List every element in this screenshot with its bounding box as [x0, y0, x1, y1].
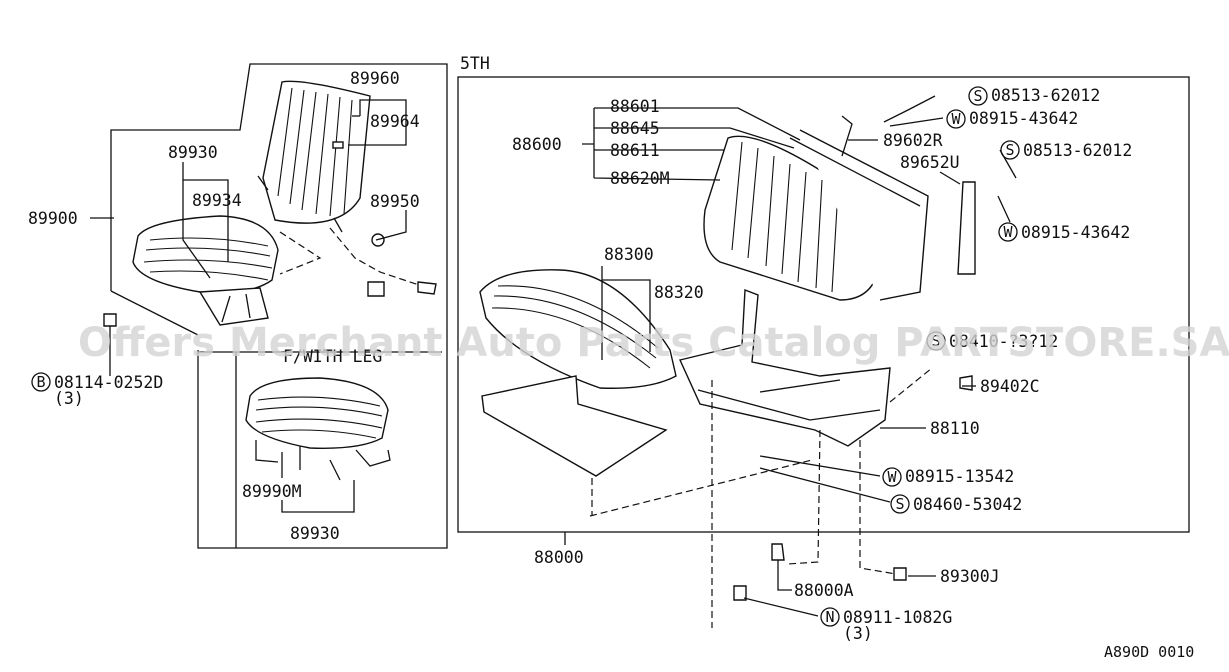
prefix-w-marker-2: W: [1003, 223, 1013, 241]
part-labels: 89960 89964 89930 89934 89900 89950 0811…: [28, 69, 1132, 643]
part-89900: 89900: [28, 209, 78, 228]
5th-lower-hardware-drawing: [589, 367, 973, 628]
figure-code: A890D 0010: [1104, 643, 1194, 661]
part-89964: 89964: [370, 112, 420, 131]
part-89950: 89950: [370, 192, 420, 211]
left-hardware-drawing: [103, 227, 437, 327]
part-08114: 08114-0252D: [54, 373, 163, 392]
section-5th-label: 5TH: [460, 54, 490, 73]
part-89652u: 89652U: [900, 153, 960, 172]
part-89934: 89934: [192, 191, 242, 210]
part-89930-top: 89930: [168, 143, 218, 162]
part-88300: 88300: [604, 245, 654, 264]
part-08114-qty: (3): [54, 389, 84, 408]
prefix-markers: B S W S W S W S N: [31, 86, 1020, 627]
left-seat-drawing: [132, 215, 279, 326]
part-88320: 88320: [654, 283, 704, 302]
part-08915-b: 08915-43642: [1021, 223, 1130, 242]
watermark: Offers Merchant Auto Parts Catalog PARTS…: [78, 320, 1229, 366]
5th-seat-drawing: [479, 269, 677, 477]
part-08915-a: 08915-43642: [969, 109, 1078, 128]
part-88600: 88600: [512, 135, 562, 154]
part-89402c: 89402C: [980, 377, 1040, 396]
part-88000a: 88000A: [794, 581, 854, 600]
leader-lines: [90, 95, 1017, 617]
section-with-leg-label: F/WITH LEG: [283, 347, 382, 366]
prefix-s-marker-1: S: [973, 87, 982, 105]
part-08460: 08460-53042: [913, 495, 1022, 514]
prefix-b-marker: B: [36, 373, 45, 391]
diagram-frames: [110, 63, 1190, 549]
prefix-s-marker-3: S: [931, 332, 940, 350]
part-08410: 08410-?3?12: [949, 332, 1058, 351]
part-08513-b: 08513-62012: [1023, 141, 1132, 160]
part-88601: 88601: [610, 97, 660, 116]
part-89990m: 89990M: [242, 482, 302, 501]
part-89602r: 89602R: [883, 131, 943, 150]
prefix-w-marker-1: W: [951, 110, 961, 128]
part-88611: 88611: [610, 141, 660, 160]
part-89930-bottom: 89930: [290, 524, 340, 543]
part-08911-qty: (3): [843, 624, 873, 643]
prefix-s-marker-2: S: [1005, 141, 1014, 159]
part-89960: 89960: [350, 69, 400, 88]
part-08911: 08911-1082G: [843, 608, 952, 627]
prefix-s-marker-4: S: [895, 495, 904, 513]
5th-backrest-drawing: [703, 115, 976, 301]
prefix-n-marker: N: [825, 608, 834, 626]
part-08915-c: 08915-13542: [905, 467, 1014, 486]
part-89300j: 89300J: [940, 567, 1000, 586]
prefix-w-marker-3: W: [887, 468, 897, 486]
part-88645: 88645: [610, 119, 660, 138]
5th-frame-drawing: [679, 289, 891, 447]
part-88620m: 88620M: [610, 169, 670, 188]
with-leg-seat-drawing: [245, 377, 391, 481]
part-88110: 88110: [930, 419, 980, 438]
part-88000: 88000: [534, 548, 584, 567]
left-backrest-drawing: [257, 80, 371, 233]
part-08513-a: 08513-62012: [991, 86, 1100, 105]
